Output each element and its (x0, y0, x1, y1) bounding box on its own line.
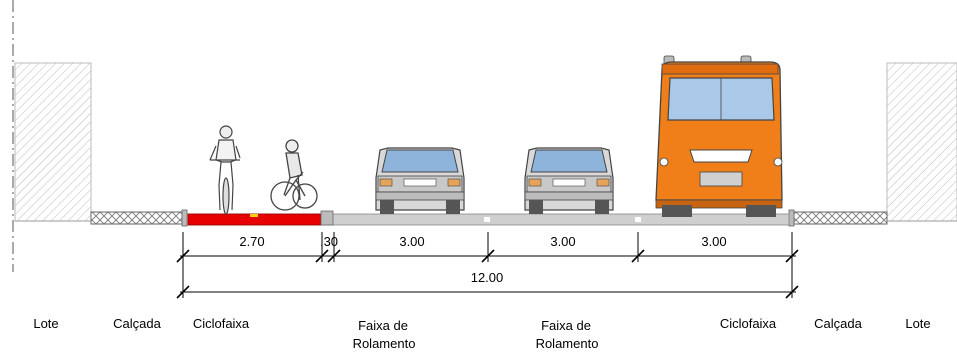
label-faixa-1-line1: Faixa de (358, 318, 408, 333)
label-faixa-1-line2: Rolamento (353, 336, 416, 351)
buffer-separator (320, 210, 334, 226)
dim-lane-3: 3.00 (701, 234, 726, 249)
label-ciclofaixa-right: Ciclofaixa (720, 316, 777, 331)
curb-right (788, 209, 795, 227)
cyclist-icon (209, 125, 241, 215)
lane-divider-1 (484, 217, 490, 222)
dimension-lines (176, 232, 799, 299)
label-calcada-left: Calçada (113, 316, 161, 331)
car-rear-icon (524, 147, 614, 214)
dim-total: 12.00 (471, 270, 504, 285)
label-lote-left: Lote (33, 316, 58, 331)
label-faixa-2-line1: Faixa de (541, 318, 591, 333)
label-lote-right: Lote (905, 316, 930, 331)
car-rear-icon (375, 147, 465, 214)
cyclist-icon (270, 139, 318, 211)
bike-lane-marker (250, 214, 258, 217)
curb-left (181, 209, 188, 227)
dim-bike-lane: 2.70 (239, 234, 264, 249)
bus-front-icon (655, 55, 783, 217)
lot-left (14, 62, 92, 222)
label-calcada-right: Calçada (814, 316, 862, 331)
sidewalk-right (793, 211, 888, 225)
lane-divider-2 (635, 217, 641, 222)
sidewalk-left (90, 211, 183, 225)
dim-lane-2: 3.00 (550, 234, 575, 249)
dim-lane-1: 3.00 (399, 234, 424, 249)
dim-buffer: .30 (320, 234, 338, 249)
label-faixa-2-line2: Rolamento (536, 336, 599, 351)
lot-right (886, 62, 957, 222)
label-ciclofaixa-left: Ciclofaixa (193, 316, 250, 331)
